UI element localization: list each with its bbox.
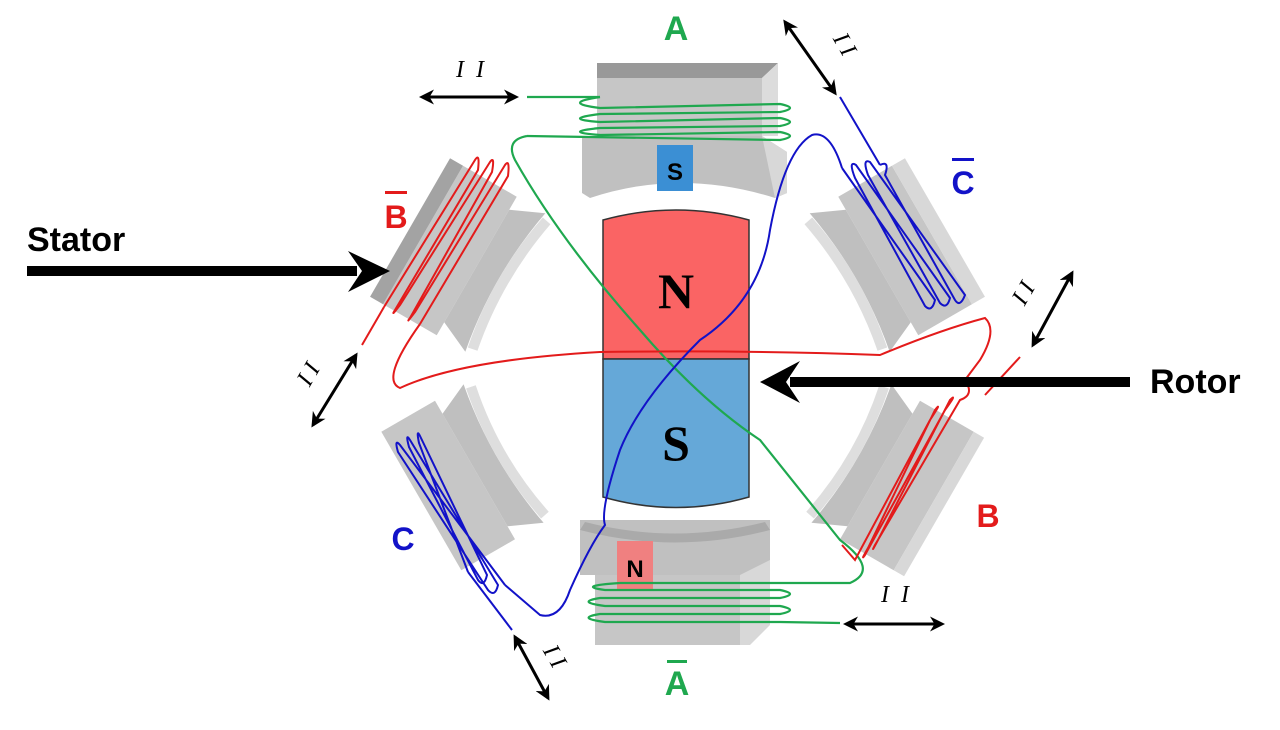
- pole-label-a-bar: A: [665, 660, 690, 703]
- current-label-bottom-left: I I: [537, 640, 572, 674]
- phase-b-winding: [361, 156, 1021, 562]
- stator-arrow-head: [348, 251, 390, 292]
- stator-pole-a-top: S: [582, 63, 787, 198]
- current-label-top-left: I I: [455, 57, 485, 83]
- rotor-label: Rotor: [1150, 363, 1241, 401]
- stator-pole-south-marker: [657, 145, 693, 191]
- pole-marker-s: S: [667, 159, 683, 186]
- rotor-arrow-shaft: [790, 377, 1130, 387]
- pole-label-a: A: [664, 10, 689, 48]
- phase-c-winding: [395, 96, 967, 631]
- stator-pole-north-marker: [617, 541, 653, 589]
- rotor-arrow-head: [760, 361, 800, 403]
- current-label-left: I I: [292, 358, 327, 392]
- svg-text:A: A: [665, 665, 690, 703]
- stator-pole-c: [381, 384, 549, 571]
- current-arrow-top-right: [783, 19, 837, 96]
- rotor-south-half: [602, 358, 750, 509]
- rotor-callout: Rotor: [760, 361, 1241, 403]
- rotor-north-half: [602, 209, 750, 360]
- rotor-south-label: S: [662, 415, 690, 471]
- current-label-top-right: I I: [827, 28, 862, 62]
- current-label-bottom-right: I I: [880, 582, 910, 608]
- stator-label: Stator: [27, 221, 125, 259]
- pole-label-b: B: [976, 498, 999, 534]
- current-label-right: I I: [1007, 277, 1042, 311]
- pole-marker-n: N: [626, 556, 643, 583]
- svg-text:C: C: [951, 165, 974, 201]
- current-arrow-bottom-left: [513, 634, 550, 701]
- rotor: N S: [602, 209, 750, 509]
- current-arrow-right: [1031, 270, 1074, 348]
- stator-pole-b-bar: [370, 158, 551, 352]
- stator-callout: Stator: [27, 221, 390, 292]
- pole-label-c-bar: C: [951, 158, 975, 201]
- stator-arrow-shaft: [27, 266, 357, 276]
- pole-label-c: C: [391, 521, 414, 557]
- stator-pole-b: [806, 384, 985, 577]
- rotor-north-label: N: [658, 263, 694, 319]
- phase-a-winding: [510, 95, 864, 625]
- pole-label-b-bar: B: [384, 191, 408, 235]
- svg-text:B: B: [384, 199, 407, 235]
- stator-pole-a-bar-bottom: N: [580, 520, 770, 645]
- current-arrow-left: [311, 352, 358, 428]
